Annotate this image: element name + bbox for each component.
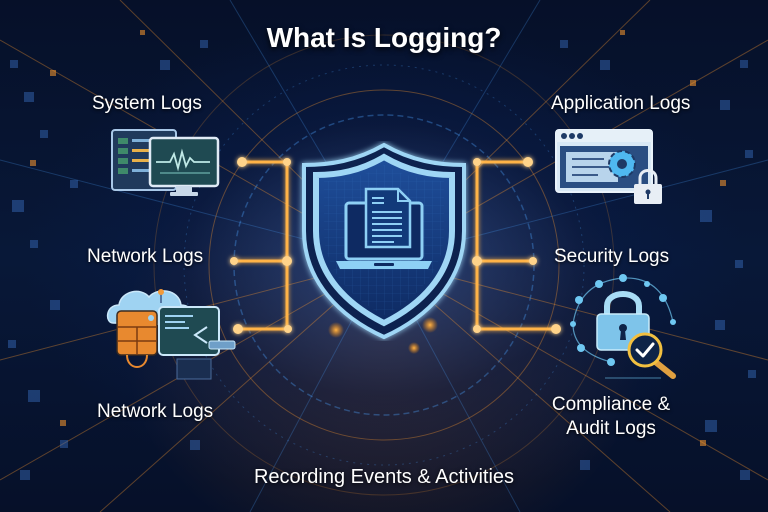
- compliance-logs-label-line2: Audit Logs: [566, 418, 656, 439]
- page-title: What Is Logging?: [266, 22, 502, 53]
- shield-laptop-document-icon: [302, 142, 466, 340]
- compliance-logs-label-line1: Compliance &: [551, 394, 671, 415]
- app-window-gear-lock-icon: [555, 129, 662, 204]
- network-logs-label-top: Network Logs: [87, 246, 204, 267]
- padlock-network-icon: [570, 274, 676, 379]
- computer-monitors-icon: [111, 129, 220, 196]
- security-logs-label: Security Logs: [554, 246, 670, 267]
- application-logs-label: Application Logs: [551, 93, 691, 114]
- system-logs-label: System Logs: [92, 93, 202, 114]
- cloud-server-network-icon: [106, 289, 236, 380]
- network-logs-label-bottom: Network Logs: [97, 401, 214, 422]
- subtitle: Recording Events & Activities: [253, 466, 515, 488]
